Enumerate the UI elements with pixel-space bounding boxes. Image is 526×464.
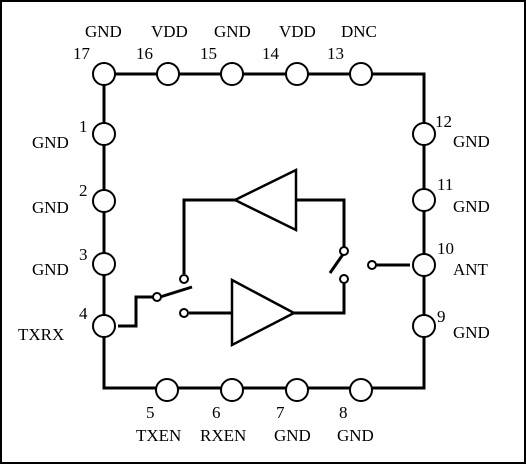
- receive-amplifier-triangle: [232, 167, 298, 233]
- pin-16-number: 16: [136, 44, 153, 63]
- left-switch-rx-contact: [179, 274, 189, 284]
- pin-8-pad: [349, 378, 373, 402]
- pin-5-name: TXEN: [136, 426, 181, 445]
- pin-12-name: GND: [453, 132, 490, 151]
- pin-15-pad: [220, 62, 244, 86]
- pin-4-number: 4: [79, 304, 88, 323]
- internal-wiring: [118, 198, 410, 328]
- switch-contacts: [152, 246, 377, 318]
- pin-10-number: 10: [437, 239, 454, 258]
- pin-8-number: 8: [339, 403, 348, 422]
- right-switch-tx-contact: [339, 274, 349, 284]
- pin-10-name: ANT: [453, 260, 489, 279]
- pin-15-name: GND: [214, 22, 251, 41]
- pin-2-number: 2: [79, 181, 88, 200]
- pin-9-number: 9: [437, 307, 446, 326]
- pin-17-pad: [92, 62, 116, 86]
- pin-12-number: 12: [435, 112, 452, 131]
- left-switch-tx-contact: [179, 308, 189, 318]
- transmit-amplifier-triangle: [230, 277, 297, 348]
- pin-9-pad: [412, 314, 436, 338]
- pin-14-name: VDD: [279, 22, 316, 41]
- pin-7-number: 7: [276, 403, 285, 422]
- pin-7-name: GND: [274, 426, 311, 445]
- pin-1-number: 1: [79, 117, 88, 136]
- pin-1-name: GND: [32, 133, 69, 152]
- pin-11-name: GND: [453, 197, 490, 216]
- pin-5-number: 5: [146, 403, 155, 422]
- pin-9-name: GND: [453, 323, 490, 342]
- left-switch-common-contact: [152, 292, 162, 302]
- pin-6-pad: [220, 378, 244, 402]
- pin-6-name: RXEN: [200, 426, 246, 445]
- pin-6-number: 6: [212, 403, 221, 422]
- pin-8-name: GND: [337, 426, 374, 445]
- pin-13-name: DNC: [341, 22, 377, 41]
- pin-17-number: 17: [73, 44, 91, 63]
- pin-15-number: 15: [200, 44, 217, 63]
- pin-3-pad: [92, 252, 116, 276]
- pin-14-number: 14: [262, 44, 280, 63]
- pin-7-pad: [285, 378, 309, 402]
- right-switch-rx-contact: [339, 246, 349, 256]
- pin-12-pad: [412, 122, 436, 146]
- pin-4-pad: [92, 314, 116, 338]
- pin-2-pad: [92, 189, 116, 213]
- pin-5-pad: [155, 378, 179, 402]
- pin-13-pad: [349, 62, 373, 86]
- pin-14-pad: [285, 62, 309, 86]
- pin-2-name: GND: [32, 198, 69, 217]
- pin-13-number: 13: [327, 44, 344, 63]
- pin-1-pad: [92, 122, 116, 146]
- pin-16-name: VDD: [151, 22, 188, 41]
- pin-4-name: TXRX: [18, 325, 64, 344]
- pin-17-name: GND: [85, 22, 122, 41]
- pin-10-pad: [412, 253, 436, 277]
- package-outline: [102, 72, 426, 390]
- pin-11-pad: [412, 188, 436, 212]
- pin-3-name: GND: [32, 260, 69, 279]
- pin-16-pad: [156, 62, 180, 86]
- pin-group: 1GND2GND3GND4TXRX5TXEN6RXEN7GND8GND9GND1…: [18, 22, 490, 445]
- pin-11-number: 11: [437, 175, 453, 194]
- pin-3-number: 3: [79, 245, 88, 264]
- right-switch-common-contact: [367, 260, 377, 270]
